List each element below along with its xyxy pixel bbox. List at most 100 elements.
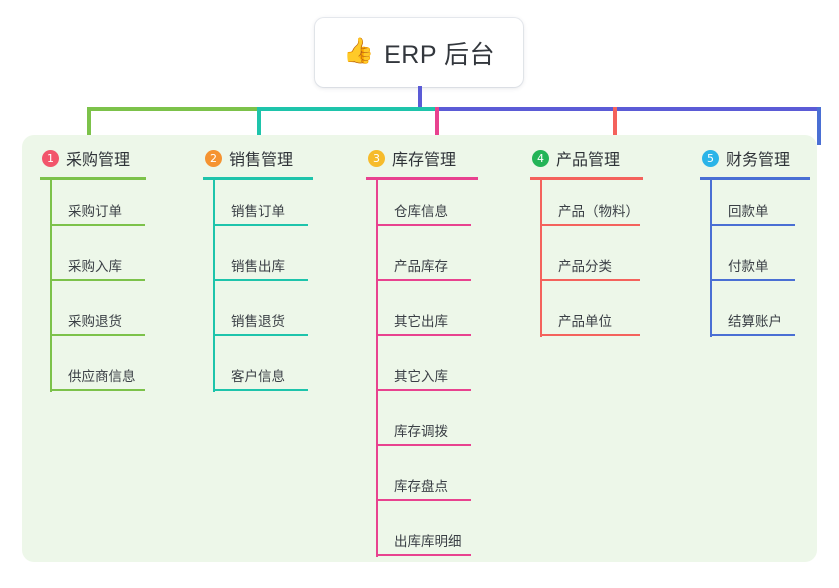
thumbs-up-icon: 👍 [342,37,375,65]
leaf-item[interactable]: 供应商信息 [50,365,145,391]
leaf-item[interactable]: 销售出库 [213,255,308,281]
connector-drop-5 [817,107,821,145]
leaf-item-rule [213,224,308,226]
leaf-item[interactable]: 产品（物料） [540,200,640,226]
leaf-item-rule [376,279,471,281]
leaf-item-rule [710,224,795,226]
leaf-item[interactable]: 其它入库 [376,365,471,391]
leaf-item-label: 回款单 [728,204,769,219]
leaf-item-label: 结算账户 [728,314,782,329]
leaf-item-rule [213,279,308,281]
leaf-item-rule [376,389,471,391]
column-badge-2: 2 [205,149,222,167]
leaf-item-label: 库存盘点 [394,479,448,494]
leaf-item[interactable]: 采购订单 [50,200,145,226]
leaf-item-rule [376,554,471,556]
column-title: 销售管理 [229,152,294,169]
leaf-item[interactable]: 销售订单 [213,200,308,226]
leaf-item-rule [50,389,145,391]
leaf-item[interactable]: 付款单 [710,255,795,281]
column-badge-5: 5 [702,149,719,167]
leaf-item-rule [50,334,145,336]
leaf-item-rule [213,389,308,391]
leaf-item[interactable]: 库存盘点 [376,475,471,501]
leaf-item[interactable]: 库存调拨 [376,420,471,446]
leaf-item[interactable]: 客户信息 [213,365,308,391]
column-spine [213,180,215,392]
leaf-item[interactable]: 采购入库 [50,255,145,281]
column-spine [50,180,52,392]
connector-drop-2 [257,107,261,145]
leaf-item-rule [540,279,640,281]
column-header-rule [40,177,146,180]
connector-bus-segment [257,107,435,111]
root-node-label: ERP 后台 [384,40,496,69]
leaf-item-label: 供应商信息 [68,369,136,384]
column-title: 采购管理 [66,152,131,169]
column-title: 库存管理 [392,152,457,169]
column-header-rule [530,177,643,180]
leaf-item[interactable]: 产品单位 [540,310,640,336]
column-header-2[interactable]: 2 销售管理 [203,145,293,171]
root-trunk-connector [418,86,422,111]
leaf-item-label: 产品库存 [394,259,448,274]
leaf-item-label: 销售退货 [231,314,285,329]
leaf-item[interactable]: 采购退货 [50,310,145,336]
column-badge-4: 4 [532,149,549,167]
connector-bus-segment [87,107,257,111]
leaf-item-rule [376,499,471,501]
connector-drop-3 [435,107,439,145]
leaf-item-label: 付款单 [728,259,769,274]
column-spine [376,180,378,557]
connector-drop-1 [87,107,91,145]
diagram-panel [22,135,817,562]
leaf-item-label: 仓库信息 [394,204,448,219]
leaf-item[interactable]: 结算账户 [710,310,795,336]
column-header-rule [366,177,478,180]
leaf-item[interactable]: 其它出库 [376,310,471,336]
leaf-item-label: 出库库明细 [394,534,462,549]
leaf-item-label: 采购退货 [68,314,122,329]
leaf-item-rule [540,334,640,336]
leaf-item-rule [710,334,795,336]
leaf-item-label: 其它出库 [394,314,448,329]
leaf-item[interactable]: 产品分类 [540,255,640,281]
leaf-item-rule [710,279,795,281]
leaf-item-label: 产品单位 [558,314,612,329]
leaf-item-label: 产品分类 [558,259,612,274]
column-header-5[interactable]: 5 财务管理 [700,145,790,171]
leaf-item[interactable]: 出库库明细 [376,530,471,556]
column-header-1[interactable]: 1 采购管理 [40,145,130,171]
column-spine [540,180,542,337]
column-badge-1: 1 [42,149,59,167]
leaf-item-label: 采购订单 [68,204,122,219]
column-header-3[interactable]: 3 库存管理 [366,145,456,171]
leaf-item-rule [50,224,145,226]
column-badge-3: 3 [368,149,385,167]
leaf-item-rule [376,224,471,226]
column-spine [710,180,712,337]
connector-drop-4 [613,107,617,145]
column-header-rule [203,177,313,180]
root-node[interactable]: 👍 ERP 后台 [315,18,523,87]
leaf-item[interactable]: 销售退货 [213,310,308,336]
leaf-item-rule [376,334,471,336]
leaf-item-label: 销售出库 [231,259,285,274]
leaf-item-label: 其它入库 [394,369,448,384]
leaf-item-rule [213,334,308,336]
connector-bus-segment [435,107,817,111]
leaf-item[interactable]: 仓库信息 [376,200,471,226]
leaf-item-label: 产品（物料） [558,204,639,219]
column-header-rule [700,177,810,180]
column-库存管理: 3 库存管理仓库信息产品库存其它出库其它入库库存调拨库存盘点出库库明细 [366,145,478,557]
column-销售管理: 2 销售管理销售订单销售出库销售退货客户信息 [203,145,313,392]
column-title: 财务管理 [726,152,791,169]
leaf-item[interactable]: 产品库存 [376,255,471,281]
leaf-item[interactable]: 回款单 [710,200,795,226]
column-采购管理: 1 采购管理采购订单采购入库采购退货供应商信息 [40,145,146,392]
leaf-item-label: 库存调拨 [394,424,448,439]
leaf-item-rule [376,444,471,446]
column-财务管理: 5 财务管理回款单付款单结算账户 [700,145,810,337]
